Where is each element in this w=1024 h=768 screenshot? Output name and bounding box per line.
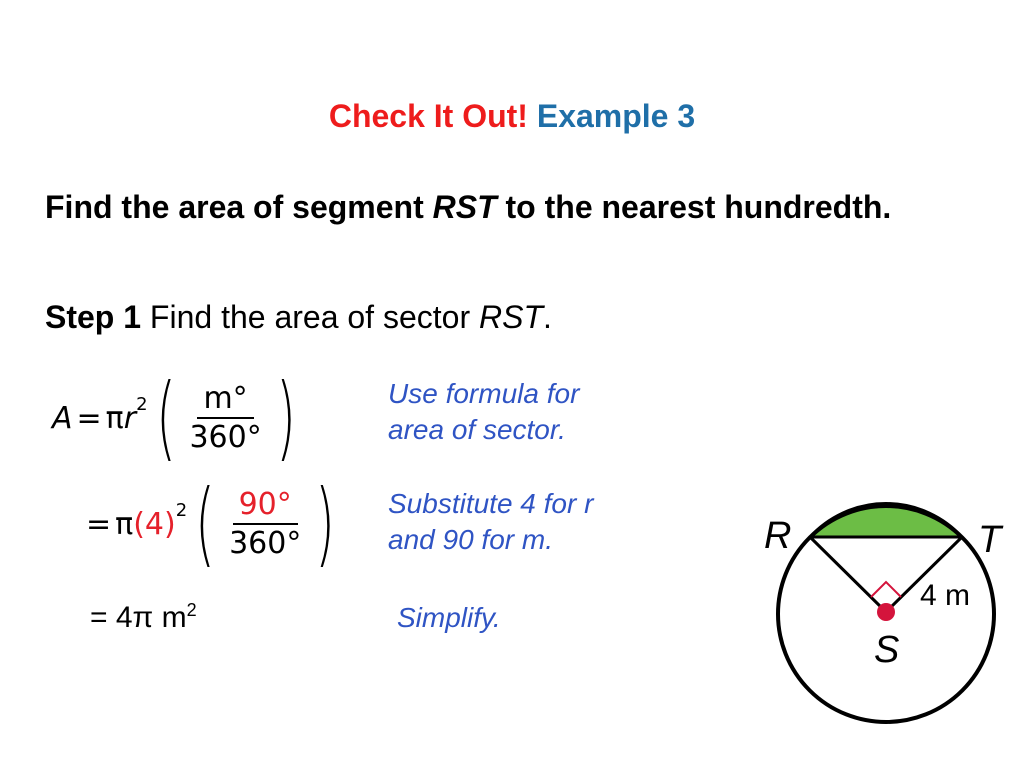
center-point-s (877, 603, 895, 621)
formula-denominator: 360° (189, 420, 262, 455)
problem-text-after: to the nearest hundredth. (496, 189, 892, 225)
formula-numerator: m° (197, 382, 254, 419)
note-substitute-line-2: and 90 for m. (388, 524, 553, 555)
label-t: T (978, 519, 1004, 561)
formula-lhs: A (52, 400, 73, 436)
problem-statement: Find the area of segment RST to the near… (45, 188, 945, 226)
substitution-exponent: 2 (175, 500, 188, 521)
substitution-left-paren: ( (195, 470, 215, 577)
note-substitute: Substitute 4 for r and 90 for m. (388, 486, 593, 558)
note-formula-line-1: Use formula for (388, 378, 580, 409)
radius-sr (808, 535, 888, 614)
radius-label: 4 m (920, 579, 970, 612)
substitution-numerator: 90° (232, 488, 298, 525)
note-simplify: Simplify. (397, 602, 501, 633)
formula-fraction: m° 360° (183, 382, 267, 454)
note-formula-line-2: area of sector. (388, 414, 566, 445)
title-check-it-out: Check It Out! (328, 98, 528, 134)
radius-st (884, 535, 964, 614)
formula-exponent: 2 (136, 394, 148, 415)
title-example: Example 3 (536, 98, 696, 134)
step-1-period: . (542, 299, 552, 335)
label-r: R (764, 515, 791, 557)
step-1-sector-name: RST (478, 299, 543, 335)
note-substitute-line-1: Substitute 4 for r (388, 488, 594, 519)
circle (776, 504, 996, 724)
formula-right-paren: ) (275, 364, 296, 471)
problem-segment-name: RST (432, 189, 497, 225)
step-1-label: Step 1 (45, 299, 142, 335)
note-formula: Use formula for area of sector. (388, 376, 579, 448)
substitution-denominator: 360° (229, 526, 302, 561)
result-text: = 4π m (90, 601, 187, 634)
formula-r: r (123, 400, 137, 436)
substitution-radius: (4) (133, 506, 176, 542)
substitution-fraction: 90° 360° (223, 488, 307, 560)
slide-title: Check It Out! Example 3 (0, 98, 1024, 135)
problem-text-before: Find the area of segment (45, 189, 433, 225)
substitution-equals: = (86, 506, 112, 542)
step-1: Step 1 Find the area of sector RST. (45, 298, 552, 336)
substitution-pi: π (115, 506, 134, 542)
result-row: = 4π m2 (90, 600, 197, 635)
formula-equals: = (76, 400, 102, 436)
right-angle-marker (870, 580, 902, 598)
substitution-row: = π(4)2 ( 90° 360° ) (86, 478, 343, 570)
formula-left-paren: ( (155, 364, 176, 471)
substitution-right-paren: ) (315, 470, 336, 577)
label-s: S (874, 629, 899, 671)
formula-pi: π (105, 400, 124, 436)
result-exponent: 2 (186, 600, 197, 620)
step-1-text: Find the area of sector (141, 299, 479, 335)
circle-diagram: R T S 4 m (764, 502, 1004, 724)
